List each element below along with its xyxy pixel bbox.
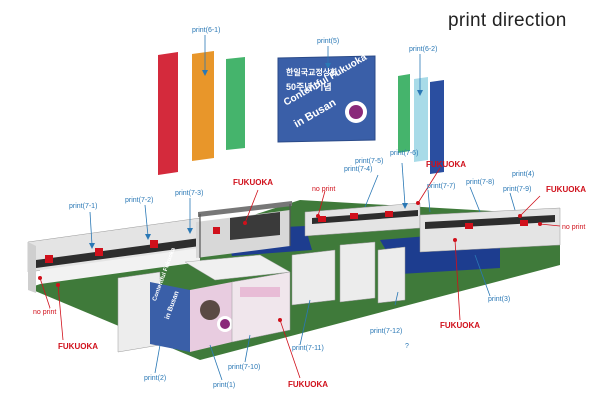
label-print-7-8: print(7-8) — [466, 179, 495, 186]
label-fukuoka-center: FUKUOKA — [440, 321, 480, 330]
label-print-2: print(2) — [144, 375, 167, 382]
banner-text-korean-2: 50주년 기념 — [286, 82, 332, 92]
partition-center — [339, 241, 376, 303]
partition-center-right — [377, 246, 406, 304]
left-booth-sign-2 — [95, 248, 103, 256]
front-booth-top — [184, 254, 291, 281]
right-booth-fascia — [425, 215, 555, 229]
label-fukuoka-mid: FUKUOKA — [233, 178, 273, 187]
label-fukuoka-right: FUKUOKA — [546, 185, 586, 194]
label-print-5: print(5) — [317, 38, 340, 45]
label-print-7-4: print(7-4) — [344, 166, 373, 173]
label-print-7-2: print(7-2) — [125, 197, 154, 204]
banner-text-korean-1: 한일국교정상화 — [286, 68, 338, 77]
left-booth-sign-3 — [150, 240, 158, 248]
label-no-print-right: no print — [562, 224, 586, 231]
label-print-3: print(3) — [488, 296, 511, 303]
partition-mid — [291, 249, 336, 306]
label-print-7-10: print(7-10) — [228, 364, 261, 371]
label-fukuoka-bottom: FUKUOKA — [288, 380, 328, 389]
label-print-6-2: print(6-2) — [409, 46, 438, 53]
stage-sign — [213, 227, 220, 234]
hanging-banner-red — [158, 52, 178, 175]
page-title: print direction — [448, 10, 567, 31]
red-leader-lines — [39, 167, 561, 379]
label-print-4: print(4) — [512, 171, 535, 178]
front-booth-sign-panel — [150, 282, 190, 352]
label-print-7-7: print(7-7) — [427, 183, 456, 190]
label-print-7-9: print(7-9) — [503, 186, 532, 193]
left-booth-counter — [40, 248, 200, 284]
left-booth-fascia — [36, 238, 200, 268]
stage-screen — [230, 212, 280, 240]
label-print-7-5: print(7-5) — [355, 158, 384, 165]
hanging-banner-orange — [192, 51, 214, 161]
label-fukuoka-top: FUKUOKA — [426, 160, 466, 169]
label-question-mark: ? — [405, 343, 409, 350]
label-print-6-1: print(6-1) — [192, 27, 221, 34]
hanging-banner-green — [226, 57, 245, 150]
leader-lines — [89, 35, 516, 381]
banner-emblem-inner — [349, 105, 363, 119]
label-print-1: print(1) — [213, 382, 236, 389]
label-no-print-mid: no print — [312, 186, 336, 193]
hanging-banner-lightblue — [414, 77, 428, 162]
left-booth-sign-1 — [45, 255, 53, 263]
red-marker-dots — [38, 201, 542, 322]
hanging-banner-blue — [430, 80, 444, 174]
label-print-7-11: print(7-11) — [292, 345, 324, 352]
label-print-7-3: print(7-3) — [175, 190, 204, 197]
portrait-photo — [200, 300, 220, 320]
label-print-7-1: print(7-1) — [69, 203, 98, 210]
front-booth-display — [240, 287, 280, 297]
label-print-7-12: print(7-12) — [370, 328, 403, 335]
leader-arrowheads — [89, 63, 423, 249]
label-print-7-6: print(7-6) — [390, 150, 419, 157]
right-booth-wall — [419, 207, 561, 253]
label-no-print-left: no print — [33, 309, 57, 316]
stage-truss — [198, 201, 292, 217]
front-booth-wall-right — [231, 271, 291, 343]
left-booth-end — [28, 242, 36, 293]
hanging-banner-green-right — [398, 74, 410, 153]
label-fukuoka-left: FUKUOKA — [58, 342, 98, 351]
